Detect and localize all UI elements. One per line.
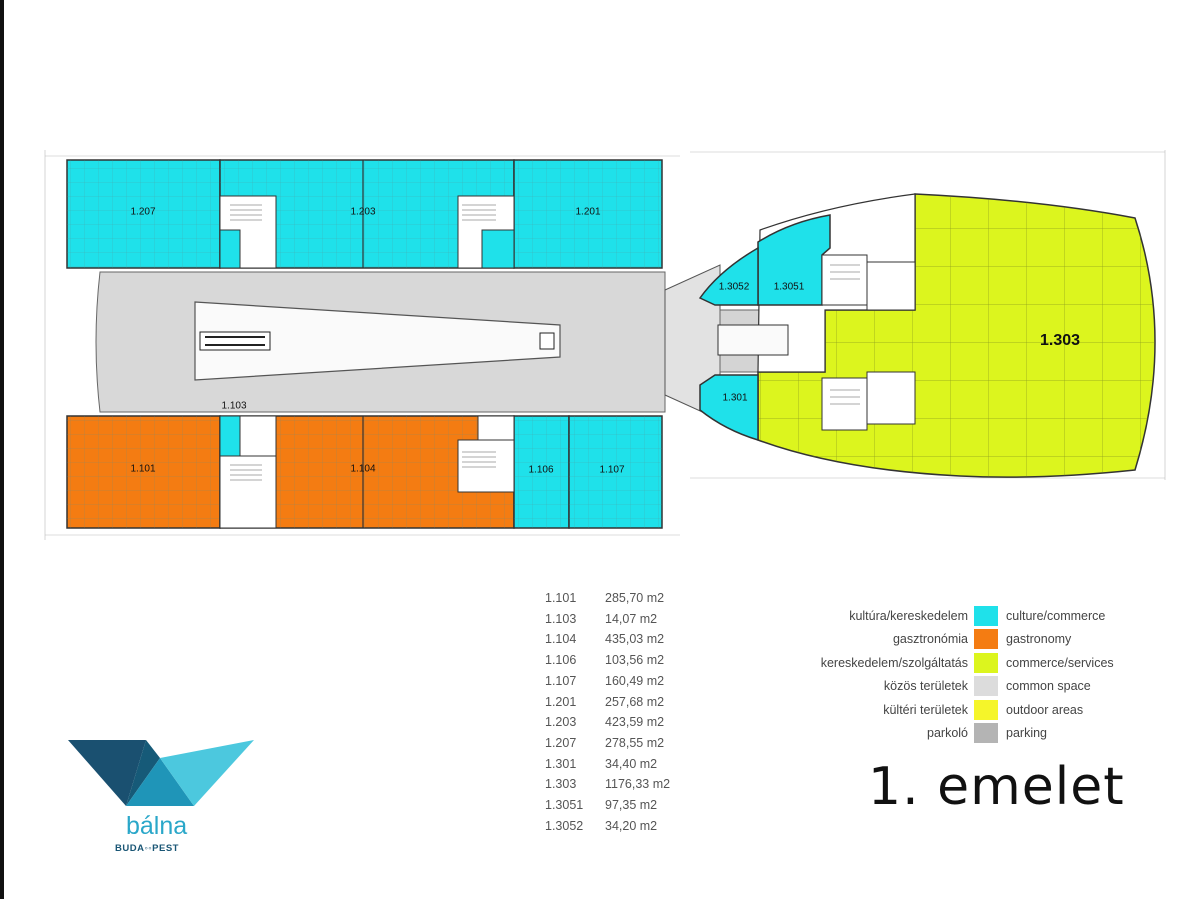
legend-label-en: culture/commerce — [1006, 608, 1106, 623]
room-1301 — [699, 374, 759, 442]
legend-swatch — [974, 629, 998, 650]
core-stair-north — [821, 254, 868, 306]
legend-label-hu: parkoló — [927, 726, 968, 741]
room-13052 — [698, 246, 759, 306]
floor-plan: 1.207 1.203 1.201 1.101 1.103 1.104 1.10… — [44, 150, 1166, 540]
legend-label-hu: kültéri területek — [883, 702, 968, 717]
area-value: 278,55 m2 — [605, 735, 665, 750]
area-code: 1.201 — [545, 694, 577, 709]
label-1203: 1.203 — [350, 207, 375, 218]
legend-label-hu: kereskedelem/szolgáltatás — [820, 655, 968, 670]
area-value: 14,07 m2 — [605, 611, 658, 626]
balna-logo — [68, 740, 254, 806]
legend-row: kultúra/kereskedelem culture/commerce — [800, 604, 1114, 628]
legend-label-en: outdoor areas — [1006, 702, 1084, 717]
area-row: 1.3051 97,35 m2 — [545, 795, 670, 816]
label-1301: 1.301 — [722, 393, 747, 404]
label-13051: 1.3051 — [774, 282, 805, 293]
whale-void — [717, 324, 789, 356]
escalator — [199, 331, 271, 351]
area-row: 1.301 34,40 m2 — [545, 754, 670, 775]
label-1303: 1.303 — [1040, 332, 1080, 349]
label-1106: 1.106 — [528, 465, 553, 476]
area-value: 160,49 m2 — [605, 673, 665, 688]
label-1107: 1.107 — [599, 465, 624, 476]
area-code: 1.3051 — [545, 798, 584, 813]
legend-label-hu: kultúra/kereskedelem — [849, 608, 968, 623]
legend-label-en: common space — [1006, 679, 1091, 694]
area-row: 1.101 285,70 m2 — [545, 588, 670, 609]
core-service-south — [866, 371, 916, 425]
area-value: 1176,33 m2 — [605, 777, 671, 792]
area-table: 1.101 285,70 m2 1.103 14,07 m2 1.104 435,03 m… — [545, 588, 670, 836]
legend-row: közös területek common space — [800, 675, 1114, 699]
area-row: 1.3052 34,20 m2 — [545, 816, 670, 837]
room-1103 — [219, 415, 241, 457]
label-1104: 1.104 — [350, 464, 375, 475]
area-code: 1.207 — [545, 735, 577, 750]
label-1101: 1.101 — [130, 464, 155, 475]
area-code: 1.106 — [545, 653, 577, 668]
logo-word: bálna — [126, 812, 188, 840]
floor-title: 1. emelet — [868, 757, 1125, 817]
area-row: 1.201 257,68 m2 — [545, 692, 670, 713]
area-value: 423,59 m2 — [605, 715, 665, 730]
core-service-north — [866, 261, 916, 311]
area-code: 1.101 — [545, 591, 577, 605]
area-value: 34,20 m2 — [605, 818, 658, 833]
legend-label-hu: gasztronómia — [892, 632, 968, 647]
legend-row: kereskedelem/szolgáltatás commerce/servic… — [800, 651, 1114, 675]
label-1201: 1.201 — [575, 207, 600, 218]
legend-swatch — [974, 676, 998, 697]
area-code: 1.104 — [545, 632, 577, 647]
area-code: 1.303 — [545, 777, 577, 792]
area-value: 257,68 m2 — [605, 694, 665, 709]
legend-label-hu: közös területek — [883, 679, 968, 694]
area-code: 1.3052 — [545, 818, 584, 833]
area-code: 1.301 — [545, 756, 577, 771]
area-value: 103,56 m2 — [605, 653, 665, 668]
central-atrium — [194, 301, 561, 381]
area-row: 1.207 278,55 m2 — [545, 733, 670, 754]
label-1207: 1.207 — [130, 207, 155, 218]
legend-row: kültéri területek outdoor areas — [800, 698, 1114, 722]
small-lift — [539, 332, 555, 350]
legend-swatch — [974, 605, 998, 626]
legend-label-en: commerce/services — [1006, 655, 1114, 670]
legend-label-en: parking — [1006, 726, 1047, 741]
area-code: 1.203 — [545, 715, 577, 730]
area-row: 1.103 14,07 m2 — [545, 609, 670, 630]
area-value: 97,35 m2 — [605, 798, 658, 813]
legend-row: parkoló parking — [800, 722, 1114, 746]
area-value: 285,70 m2 — [605, 591, 665, 605]
stair-south-2 — [457, 439, 515, 493]
legend-label-en: gastronomy — [1006, 632, 1072, 647]
area-code: 1.103 — [545, 611, 577, 626]
area-row: 1.104 435,03 m2 — [545, 629, 670, 650]
legend-swatch — [974, 723, 998, 744]
left-edge-bar — [0, 0, 4, 899]
area-row: 1.107 160,49 m2 — [545, 671, 670, 692]
area-row: 1.106 103,56 m2 — [545, 650, 670, 671]
legend-swatch — [974, 652, 998, 673]
area-value: 435,03 m2 — [605, 632, 665, 647]
label-13052: 1.3052 — [719, 282, 750, 293]
area-value: 34,40 m2 — [605, 756, 658, 771]
stair-south-1 — [219, 455, 277, 529]
legend: kultúra/kereskedelem culture/commerce gasz… — [800, 604, 1114, 745]
legend-swatch — [974, 699, 998, 720]
area-row: 1.303 1176,33 m2 — [545, 774, 670, 795]
label-1103: 1.103 — [221, 401, 246, 412]
logo-city: BUDA◦◦PEST — [115, 843, 179, 854]
area-row: 1.203 423,59 m2 — [545, 712, 670, 733]
legend-row: gasztronómia gastronomy — [800, 628, 1114, 652]
area-code: 1.107 — [545, 673, 577, 688]
dimension-lines — [44, 150, 1166, 540]
